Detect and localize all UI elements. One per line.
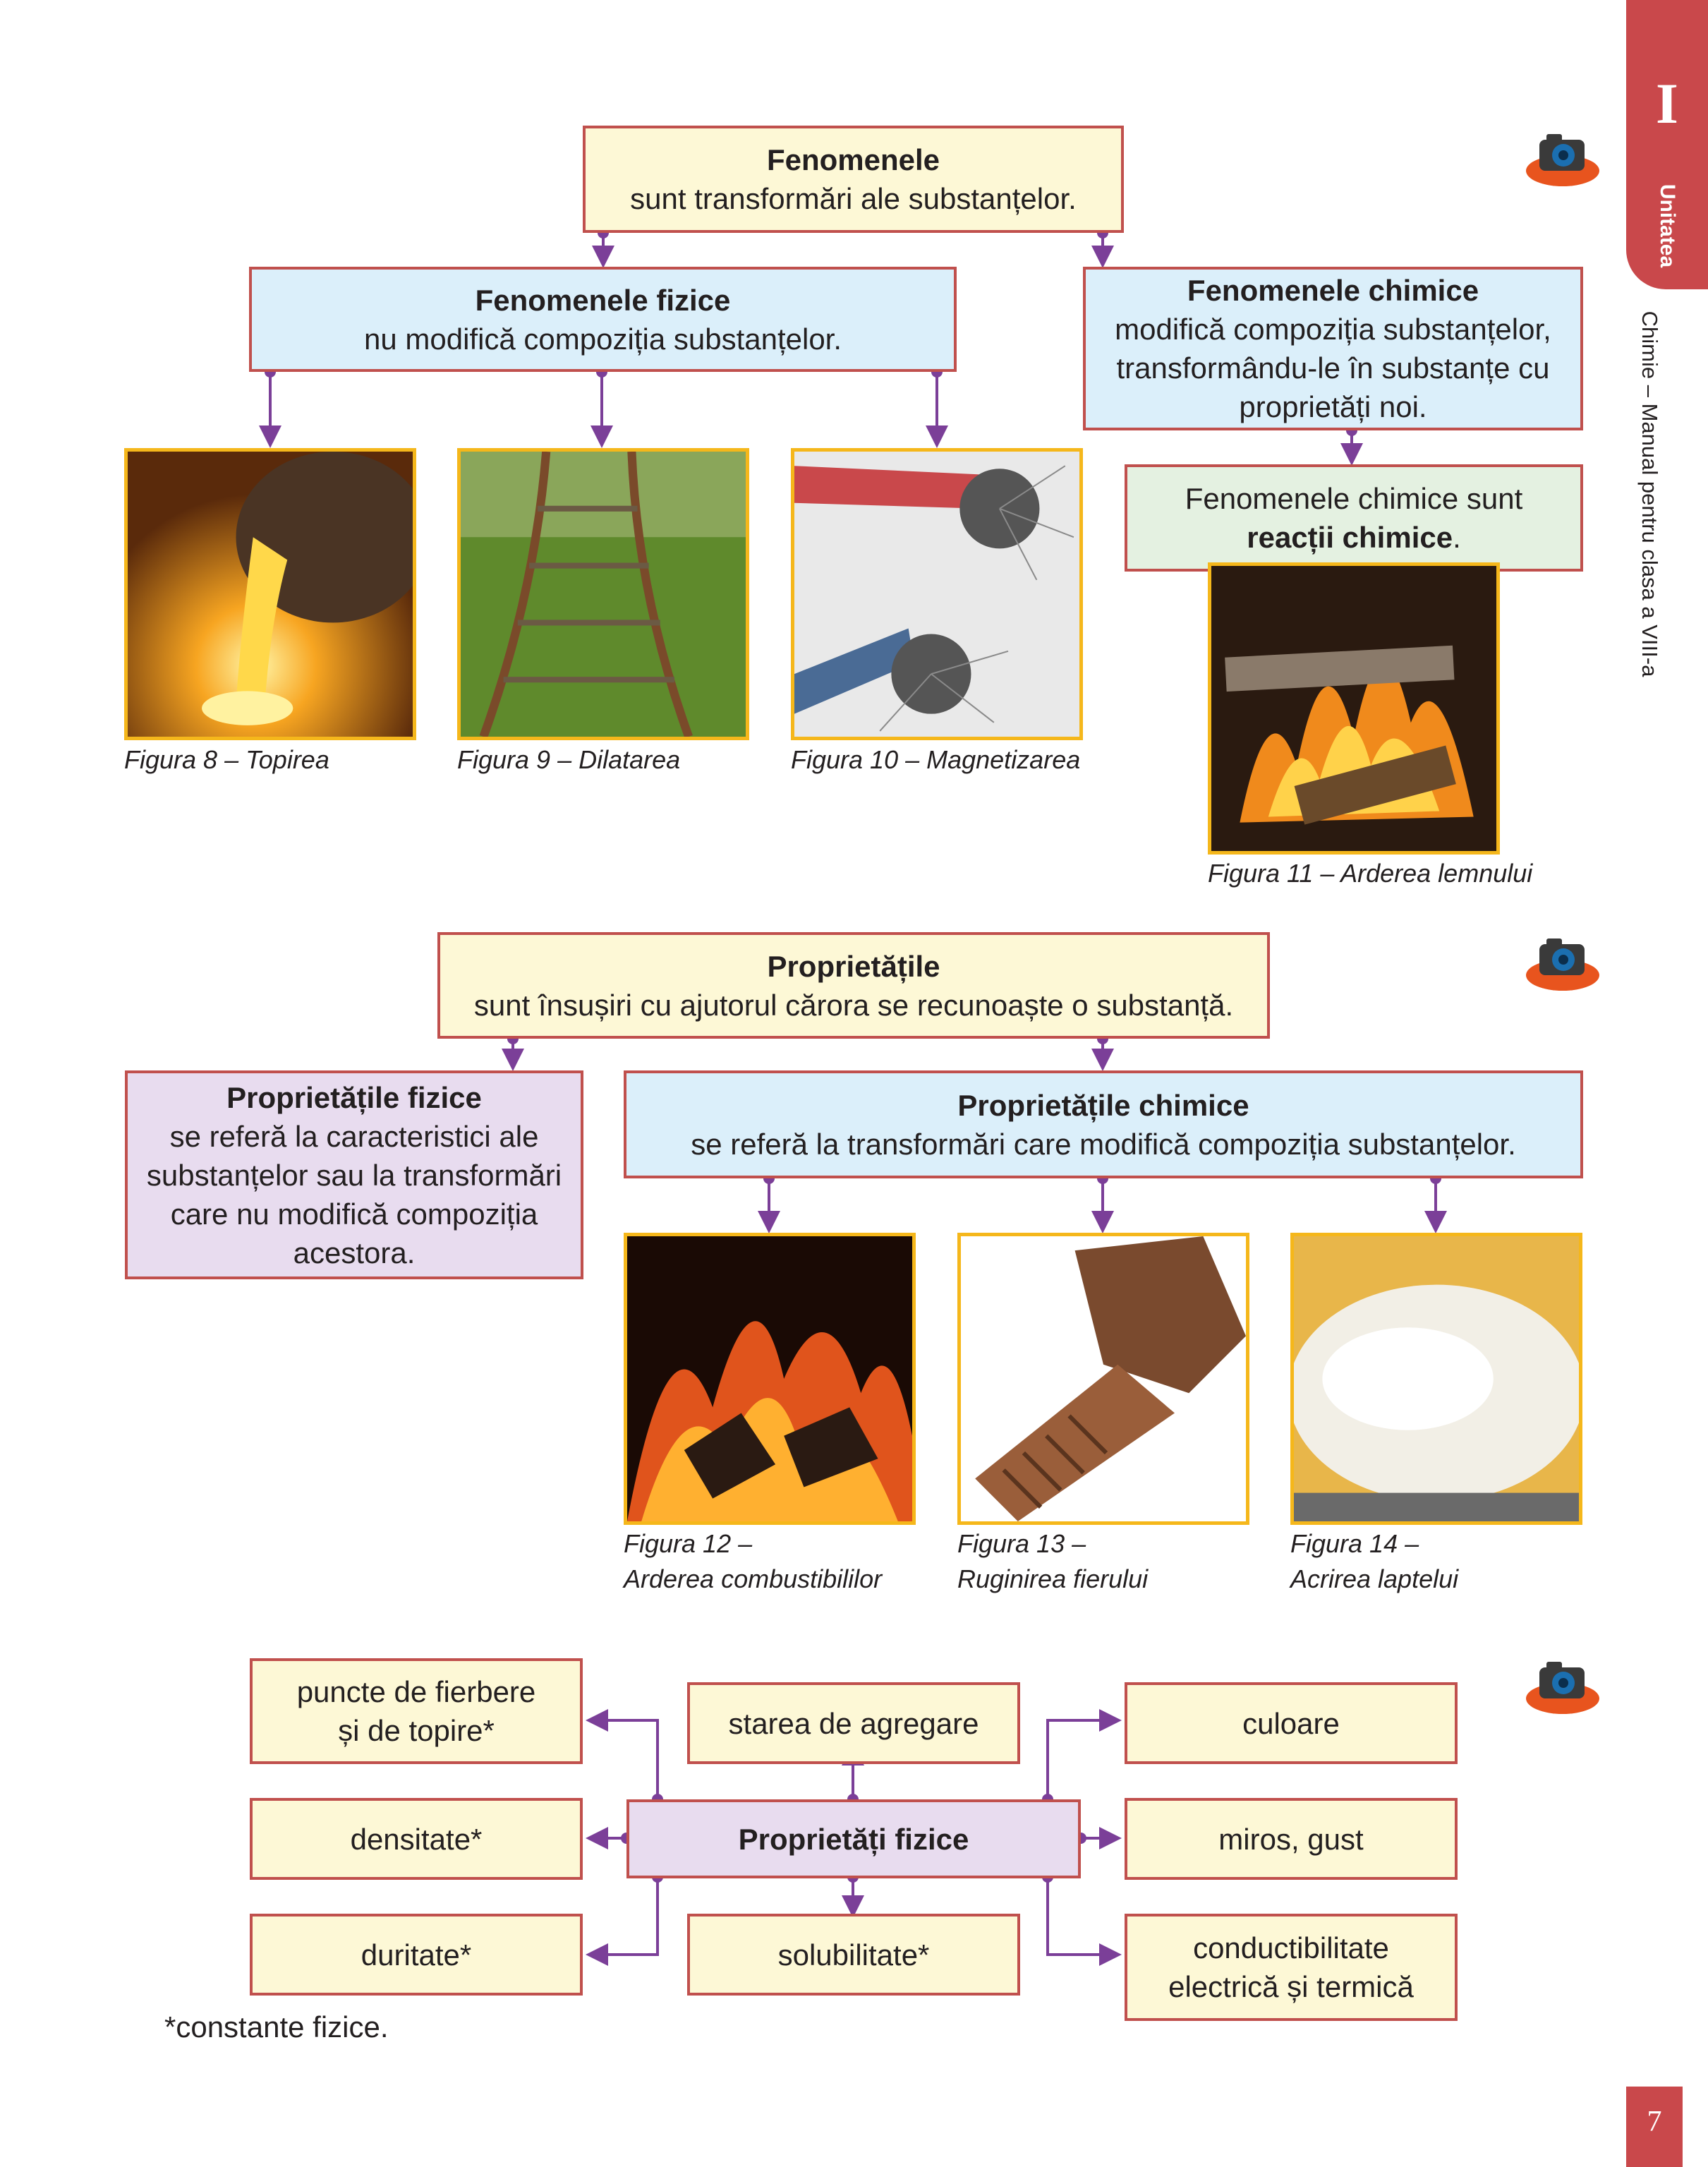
chemical-phenomena-box: Fenomenele chimice modifică compoziția s… [1083,267,1583,430]
physical-phenomena-box: Fenomenele fizice nu modifică compoziția… [249,267,957,372]
smell-taste-box: miros, gust [1125,1798,1458,1880]
smell-taste-label: miros, gust [1218,1822,1364,1856]
aggregation-state-box: starea de agregare [687,1682,1020,1764]
phenomena-definition: sunt transformări ale substanțelor. [630,182,1077,215]
color-label: culoare [1242,1706,1340,1740]
figure-10-caption: Figura 10 – Magnetizarea [791,745,1081,774]
boiling-melting-points-box: puncte de fierbere și de topire* [250,1658,583,1764]
camera-icon[interactable] [1524,127,1601,191]
chemical-reactions-text: Fenomenele chimice sunt [1185,482,1523,515]
figure-rail-expansion-image [457,448,749,740]
chemical-properties-box: Proprietățile chimice se referă la trans… [624,1070,1583,1178]
chemical-properties-text: se referă la transformări care modifică … [691,1127,1516,1161]
figure-14-caption-line-2: Acrirea laptelui [1290,1564,1459,1593]
phenomena-title: Fenomenele [766,143,940,176]
conductivity-line-1: conductibilitate [1193,1931,1389,1964]
chemical-reactions-period: . [1453,521,1461,554]
figure-12-caption: Figura 12 – Arderea combustibililor [624,1526,882,1597]
figure-8-caption: Figura 8 – Topirea [124,745,329,774]
figure-12-caption-line-2: Arderea combustibililor [624,1564,883,1593]
physical-properties-text-1: se referă la caracteristici ale [169,1119,539,1153]
figure-14-caption-line-1: Figura 14 – [1290,1529,1419,1558]
figure-fuel-burning-image [624,1233,916,1525]
chemical-reactions-bold: reacții chimice [1247,521,1453,554]
boiling-line-2: și de topire* [338,1714,495,1747]
conductivity-box: conductibilitate electrică și termică [1125,1914,1458,2021]
figure-13-caption-line-2: Ruginirea fierului [957,1564,1149,1593]
figure-13-caption-line-1: Figura 13 – [957,1529,1086,1558]
phenomena-root-box: Fenomenele sunt transformări ale substan… [583,126,1124,233]
figure-burning-wood-image [1208,562,1500,855]
physical-properties-center-label: Proprietăți fizice [738,1822,969,1856]
chemical-phenomena-title: Fenomenele chimice [1187,274,1479,307]
chemical-reactions-box: Fenomenele chimice sunt reacții chimice. [1125,464,1583,572]
physical-properties-title: Proprietățile fizice [226,1080,482,1114]
camera-icon[interactable] [1524,931,1601,995]
aggregation-state-label: starea de agregare [728,1706,979,1740]
properties-definition: sunt însușiri cu ajutorul cărora se recu… [473,988,1234,1022]
unit-tab: I Unitatea [1626,0,1708,289]
figure-14-caption: Figura 14 – Acrirea laptelui [1290,1526,1458,1597]
physical-properties-box: Proprietățile fizice se referă la caract… [125,1070,583,1279]
properties-title: Proprietățile [767,949,940,983]
physical-properties-text-2: substanțelor sau la transformări [146,1158,562,1192]
density-box: densitate* [250,1798,583,1880]
footnote: *constante fizice. [164,2010,389,2044]
hardness-box: duritate* [250,1914,583,1996]
unit-numeral: I [1656,71,1678,135]
physical-phenomena-text: nu modifică compoziția substanțelor. [363,322,842,356]
density-label: densitate* [350,1822,483,1856]
solubility-box: solubilitate* [687,1914,1020,1996]
figure-milk-souring-image [1290,1233,1582,1525]
figure-12-caption-line-1: Figura 12 – [624,1529,753,1558]
chemical-phenomena-text-2: transformându-le în substanțe cu [1116,351,1550,385]
solubility-label: solubilitate* [777,1938,930,1972]
figure-rusting-image [957,1233,1249,1525]
camera-icon[interactable] [1524,1655,1601,1718]
conductivity-line-2: electrică și termică [1168,1970,1414,2003]
chemical-phenomena-text-1: modifică compoziția substanțelor, [1115,313,1551,346]
boiling-line-1: puncte de fierbere [296,1675,536,1708]
chemical-properties-title: Proprietățile chimice [957,1088,1249,1122]
figure-magnetization-image [791,448,1083,740]
color-box: culoare [1125,1682,1458,1764]
physical-phenomena-title: Fenomenele fizice [475,283,731,317]
physical-properties-center-box: Proprietăți fizice [626,1799,1081,1878]
page-number: 7 [1626,2087,1683,2167]
figure-9-caption: Figura 9 – Dilatarea [457,745,681,774]
figure-11-caption: Figura 11 – Arderea lemnului [1208,859,1533,888]
physical-properties-text-3: care nu modifică compoziția [170,1197,538,1231]
chemical-phenomena-text-3: proprietăți noi. [1239,390,1427,423]
physical-properties-text-4: acestora. [293,1236,416,1269]
properties-root-box: Proprietățile sunt însușiri cu ajutorul … [437,932,1270,1039]
figure-melting-image [124,448,416,740]
figure-13-caption: Figura 13 – Ruginirea fierului [957,1526,1148,1597]
hardness-label: duritate* [361,1938,472,1972]
